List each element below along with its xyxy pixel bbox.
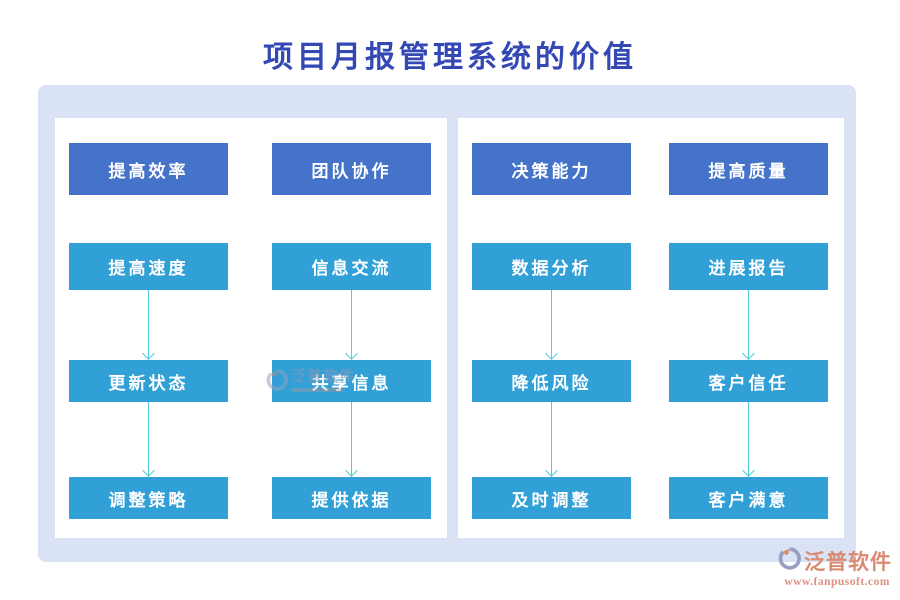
- value-box: 更新状态: [69, 360, 228, 402]
- value-column-decision: 决策能力 数据分析 降低风险 及时调整: [472, 118, 631, 538]
- value-box: 客户满意: [669, 477, 828, 519]
- value-column-teamwork: 团队协作 信息交流 共享信息 提供依据: [272, 118, 431, 538]
- value-box: 数据分析: [472, 243, 631, 290]
- page-title: 项目月报管理系统的价值: [263, 41, 637, 74]
- brand-url: www.fanpusoft.com: [784, 576, 890, 588]
- value-box: 进展报告: [669, 243, 828, 290]
- down-arrow: [669, 290, 828, 360]
- down-arrow: [69, 290, 228, 360]
- column-header-box: 团队协作: [272, 143, 431, 195]
- value-column-efficiency: 提高效率 提高速度 更新状态 调整策略: [69, 118, 228, 538]
- value-box: 提供依据: [272, 477, 431, 519]
- panel-right: 决策能力 数据分析 降低风险 及时调整 提高质量 进展报告 客户信任 客户满意: [458, 118, 844, 538]
- value-box: 调整策略: [69, 477, 228, 519]
- value-box: 降低风险: [472, 360, 631, 402]
- value-box: 及时调整: [472, 477, 631, 519]
- value-box: 信息交流: [272, 243, 431, 290]
- brand-logo: 泛普软件 www.fanpusoft.com: [778, 546, 892, 588]
- down-arrow: [472, 290, 631, 360]
- value-box: 客户信任: [669, 360, 828, 402]
- brand-logo-icon: [778, 547, 801, 575]
- value-column-quality: 提高质量 进展报告 客户信任 客户满意: [669, 118, 828, 538]
- panel-left: 提高效率 提高速度 更新状态 调整策略 团队协作 信息交流 共享信息 提供依据: [55, 118, 447, 538]
- column-header-box: 提高效率: [69, 143, 228, 195]
- value-box: 提高速度: [69, 243, 228, 290]
- down-arrow: [272, 402, 431, 477]
- down-arrow: [472, 402, 631, 477]
- down-arrow: [272, 290, 431, 360]
- column-header-box: 提高质量: [669, 143, 828, 195]
- down-arrow: [669, 402, 828, 477]
- down-arrow: [69, 402, 228, 477]
- value-box: 共享信息: [272, 360, 431, 402]
- column-header-box: 决策能力: [472, 143, 631, 195]
- diagram-frame: 提高效率 提高速度 更新状态 调整策略 团队协作 信息交流 共享信息 提供依据 …: [38, 85, 856, 562]
- brand-name: 泛普软件: [804, 550, 892, 574]
